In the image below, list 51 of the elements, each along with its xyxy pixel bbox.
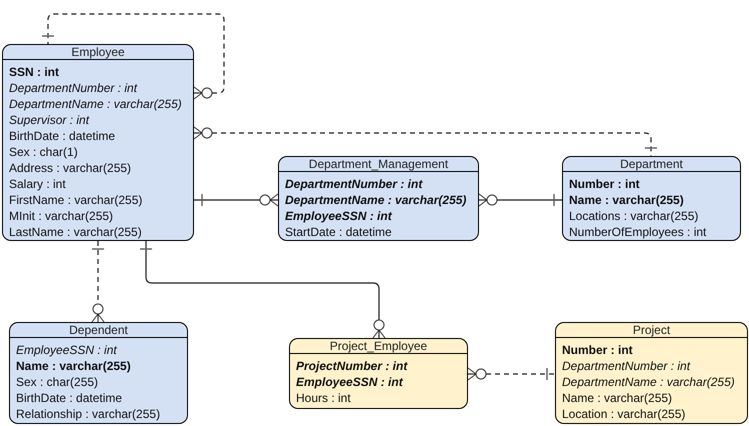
entity-table [289,338,468,409]
field-row: ProjectNumber : int [296,358,408,374]
field-row: Name : varchar(255) [569,192,684,208]
field-row: Name : varchar(255) [562,390,672,406]
field-row: SSN : int [9,64,59,80]
entity-table [9,322,188,424]
field-row: DepartmentName : varchar(255) [285,192,466,208]
field-row: FirstName : varchar(255) [9,192,142,208]
field-row: EmployeeSSN : int [285,208,392,224]
field-row: Hours : int [296,390,351,406]
table-title: Project [632,323,670,337]
field-row: EmployeeSSN : int [296,374,403,390]
table-title: Department_Management [308,157,448,171]
field-row: Locations : varchar(255) [569,208,698,224]
field-row: Sex : char(255) [16,374,98,390]
entity-table [562,156,741,241]
entity-table [555,322,748,424]
field-row: LastName : varchar(255) [9,224,142,240]
field-row: Name : varchar(255) [16,358,131,374]
table-title: Department [620,157,683,171]
field-row: StartDate : datetime [285,224,392,240]
relationship-line [194,193,278,207]
field-row: Supervisor : int [9,112,90,128]
field-row: MInit : varchar(255) [9,208,114,224]
field-row: BirthDate : datetime [9,128,116,144]
relationship-line [478,193,562,207]
field-row: DepartmentName : varchar(255) [562,374,735,390]
field-row: NumberOfEmployees : int [569,224,706,240]
relationship-line [194,126,658,156]
field-row: DepartmentNumber : int [562,358,690,374]
field-row: DepartmentNumber : int [285,176,422,192]
field-row: Location : varchar(255) [562,406,686,422]
relationship-line [139,241,386,338]
entity-table [278,156,479,241]
field-row: DepartmentName : varchar(255) [9,96,182,112]
field-row: Relationship : varchar(255) [16,406,160,422]
field-row: Salary : int [9,176,66,192]
field-row: Sex : char(1) [9,144,78,160]
field-row: Number : int [569,176,640,192]
relationship-line [41,13,225,100]
entity-table [2,44,194,241]
field-row: DepartmentNumber : int [9,80,138,96]
relationship-line [468,367,555,381]
field-row: Number : int [562,342,633,358]
table-title: Project_Employee [330,339,428,353]
field-row: BirthDate : datetime [16,390,122,406]
relationship-line [91,241,105,322]
field-row: EmployeeSSN : int [16,342,117,358]
table-title: Employee [71,45,125,59]
field-row: Address : varchar(255) [9,160,132,176]
table-title: Dependent [69,323,128,337]
